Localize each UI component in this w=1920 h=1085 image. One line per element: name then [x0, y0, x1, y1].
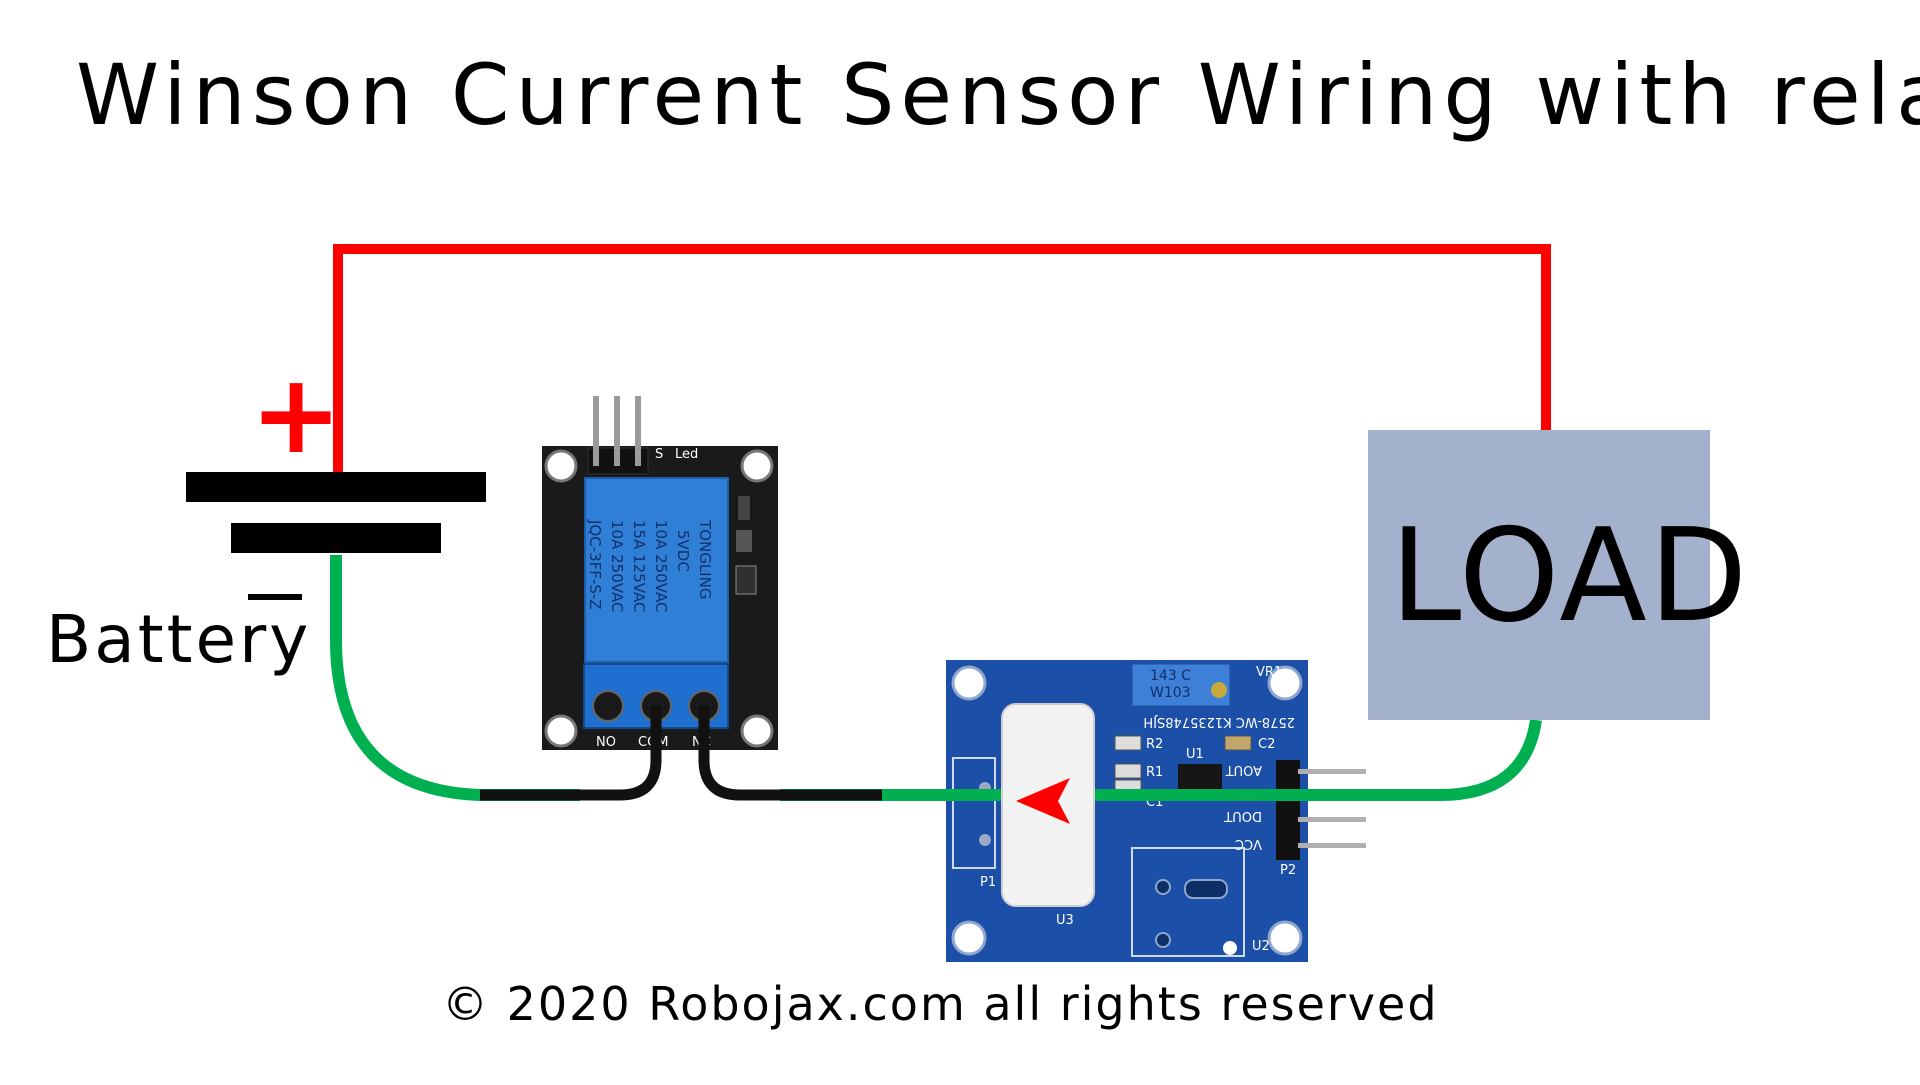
sensor-silk-vr1: VR1 [1256, 665, 1282, 680]
diagram-title: Winson Current Sensor Wiring with relay [76, 46, 1920, 144]
sensor-part-code: 2578-WC K1235748SJH [1143, 714, 1295, 729]
battery-symbol: + Battery [46, 350, 486, 678]
relay-header-label-led: Led [675, 447, 698, 462]
trimmer-code-bottom: W103 [1150, 685, 1191, 701]
negative-wire-load [780, 719, 1542, 801]
sensor-silk-r1: R1 [1146, 765, 1163, 780]
relay-rating-2: 15A 125VAC [630, 520, 648, 613]
relay-model: JQC-3FF-S-Z [586, 519, 604, 610]
current-direction-arrow [1016, 778, 1070, 824]
negative-wire-battery [330, 555, 580, 801]
sensor-silk-u2: U2 [1252, 939, 1270, 954]
relay-voltage: 5VDC [674, 530, 692, 572]
relay-rating-3: 10A 250VAC [608, 520, 626, 613]
relay-wire-nc [698, 706, 882, 801]
battery-label: Battery [46, 601, 311, 678]
sensor-silk-u3: U3 [1056, 913, 1074, 928]
sensor-silk-r2: R2 [1146, 737, 1163, 752]
battery-minus-sign [248, 594, 302, 600]
load-block: LOAD [1368, 430, 1749, 720]
relay-terminal-no: NO [596, 735, 616, 750]
load-label: LOAD [1390, 502, 1749, 651]
relay-body [584, 477, 729, 663]
sensor-ic [1178, 764, 1222, 790]
sensor-silk-c2: C2 [1258, 737, 1275, 752]
copyright-footer: © 2020 Robojax.com all rights reserved [442, 977, 1439, 1031]
positive-wire [333, 244, 1551, 478]
relay-module: S Led TONGLING 5VDC 10A 250VAC 15A 125VA… [542, 396, 778, 750]
relay-print: TONGLING 5VDC 10A 250VAC 15A 125VAC 10A … [586, 519, 714, 613]
relay-header-pins [587, 396, 649, 475]
load-box [1368, 430, 1710, 720]
sensor-silk-p2: P2 [1280, 863, 1296, 878]
battery-negative-plate [231, 523, 441, 553]
battery-plus-sign: + [250, 350, 342, 478]
relay-brand: TONGLING [696, 519, 714, 599]
trimmer-code-top: 143 C [1150, 668, 1191, 684]
sensor-pin-vcc: VCC [1235, 836, 1262, 851]
sensor-header-pins [1276, 760, 1366, 860]
battery-positive-plate [186, 472, 486, 502]
relay-rating-1: 10A 250VAC [652, 520, 670, 613]
sensor-silk-p1: P1 [980, 875, 996, 890]
sensor-silk-u1: U1 [1186, 747, 1204, 762]
sensor-pin-aout: AOUT [1226, 762, 1262, 777]
relay-header-label-s: S [655, 447, 663, 462]
relay-wire-com [480, 706, 662, 801]
sensor-pin-dout: DOUT [1224, 808, 1262, 823]
